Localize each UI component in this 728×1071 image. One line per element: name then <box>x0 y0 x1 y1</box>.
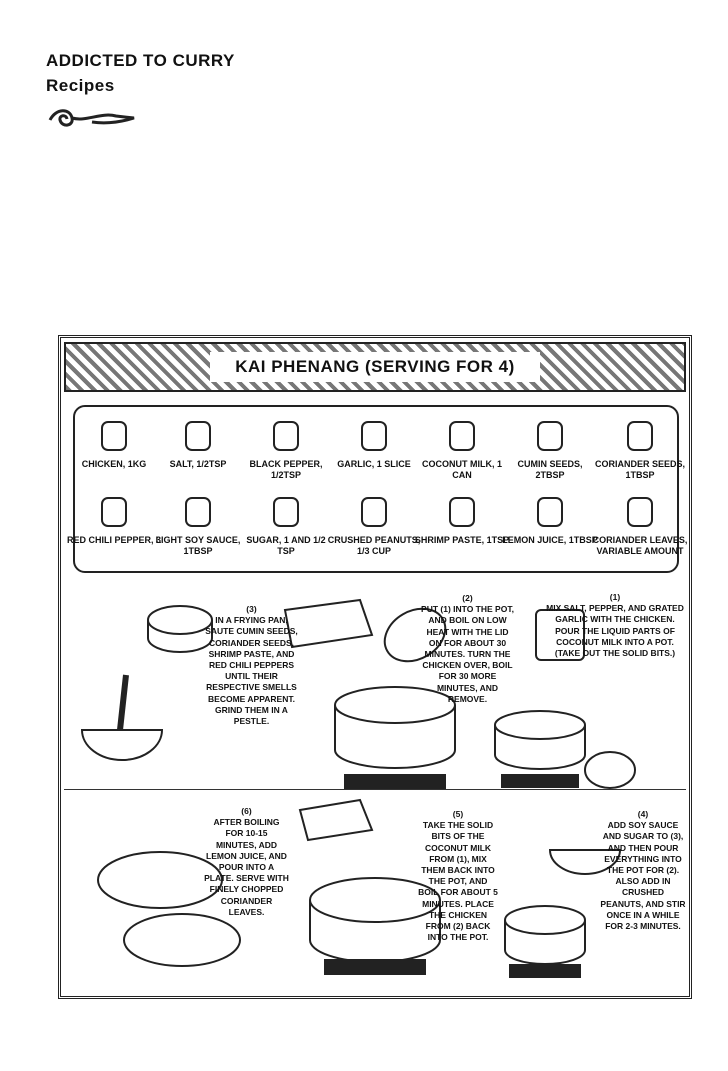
ingredient-item: Coriander Leaves, variable amount <box>592 492 688 557</box>
step-text: After boiling for 10-15 minutes, add lem… <box>204 817 289 917</box>
step-number: (1) <box>609 592 621 602</box>
ingredient-item: Sugar, 1 and 1/2 tsp <box>238 492 334 557</box>
pot-icon <box>504 905 586 978</box>
step-number: (5) <box>452 809 464 819</box>
title-banner <box>64 342 686 392</box>
peppercorn-icon <box>273 421 299 451</box>
series-header: Addicted to Curry Recipes <box>46 48 235 98</box>
ingredient-label: Coconut Milk, 1 can <box>422 459 502 480</box>
step-5: (5) Take the solid bits of the coconut m… <box>418 809 498 943</box>
peanut-icon <box>361 497 387 527</box>
step-text: Mix salt, pepper, and grated garlic with… <box>546 603 684 659</box>
can-icon <box>449 421 475 451</box>
step-text: Put (1) into the pot, and boil on low he… <box>421 604 514 704</box>
ingredient-label: Chicken, 1kg <box>81 459 147 469</box>
garlic-icon <box>361 421 387 451</box>
step-text: Take the solid bits of the coconut milk … <box>418 820 498 943</box>
step-1: (1) Mix salt, pepper, and grated garlic … <box>545 592 685 659</box>
step-6: (6) After boiling for 10-15 minutes, add… <box>204 806 289 918</box>
ingredient-item: Crushed Peanuts, 1/3 cup <box>326 492 422 557</box>
ingredient-label: Black Pepper, 1/2tsp <box>249 459 323 480</box>
recipe-frame <box>58 335 692 999</box>
step-number: (3) <box>246 604 257 614</box>
ingredient-item: Black Pepper, 1/2tsp <box>238 416 334 481</box>
serving-plate-icon <box>97 851 241 967</box>
ingredient-label: Salt, 1/2tsp <box>169 459 227 469</box>
ingredient-label: Light Soy Sauce, 1tbsp <box>155 535 241 556</box>
chicken-tray-icon <box>535 609 585 661</box>
pot-icon <box>494 710 586 788</box>
ingredient-label: Coriander Leaves, variable amount <box>592 535 688 556</box>
baking-dish-icon <box>283 598 374 649</box>
ingredient-item: Garlic, 1 slice <box>326 416 422 470</box>
ingredient-item: Salt, 1/2tsp <box>150 416 246 470</box>
coriander-seed-icon <box>627 421 653 451</box>
step-number: (2) <box>462 593 473 603</box>
chicken-tray-icon <box>101 421 127 451</box>
step-2: (2) Put (1) into the pot, and boil on lo… <box>420 593 515 705</box>
ingredient-label: Cumin Seeds, 2tbsp <box>517 459 583 480</box>
ingredient-item: Shrimp Paste, 1tsp <box>414 492 510 546</box>
plate-icon <box>584 751 636 789</box>
header-line-2: Recipes <box>46 76 115 95</box>
ingredient-item: Coriander Seeds, 1tbsp <box>592 416 688 481</box>
ingredient-item: Cumin Seeds, 2tbsp <box>502 416 598 481</box>
step-4: (4) Add soy sauce and sugar to (3), and … <box>600 809 686 932</box>
chili-icon <box>101 497 127 527</box>
ingredient-item: Coconut Milk, 1 can <box>414 416 510 481</box>
step-number: (6) <box>241 806 252 816</box>
step-3: (3) In a frying pan, saute cumin seeds, … <box>204 604 299 727</box>
ingredient-label: Lemon Juice, 1tbsp <box>502 535 598 545</box>
cumin-icon <box>537 421 563 451</box>
ingredient-item: Lemon Juice, 1tbsp <box>502 492 598 546</box>
ingredient-label: Red Chili Pepper, 3 <box>66 535 162 545</box>
recipe-title: Kai Phenang (Serving for 4) <box>210 352 540 382</box>
pot-lid-icon <box>383 607 447 663</box>
frying-pan-icon <box>147 605 213 653</box>
ingredient-label: Sugar, 1 and 1/2 tsp <box>246 535 326 556</box>
herb-icon <box>627 497 653 527</box>
ingredients-box <box>73 405 679 573</box>
mortar-pestle-icon <box>80 674 164 761</box>
pot-icon <box>309 877 441 975</box>
step-number: (4) <box>637 809 649 819</box>
ingredient-item: Light Soy Sauce, 1tbsp <box>150 492 246 557</box>
jar-icon <box>449 497 475 527</box>
ingredient-label: Shrimp Paste, 1tsp <box>414 535 510 545</box>
section-divider <box>64 789 686 790</box>
cooking-illustrations <box>80 598 636 978</box>
bowl-icon <box>548 849 622 875</box>
ingredient-item: Red Chili Pepper, 3 <box>66 492 162 546</box>
salt-shaker-icon <box>185 421 211 451</box>
step-text: In a frying pan, saute cumin seeds, cori… <box>205 615 298 727</box>
bottle-icon <box>185 497 211 527</box>
baking-dish-icon <box>298 798 374 842</box>
ingredient-label: Crushed Peanuts, 1/3 cup <box>327 535 421 556</box>
header-line-1: Addicted to Curry <box>46 51 235 70</box>
ornament-swirl-icon <box>48 109 135 127</box>
sugar-jar-icon <box>273 497 299 527</box>
step-text: Add soy sauce and sugar to (3), and then… <box>600 820 686 932</box>
ingredient-label: Garlic, 1 slice <box>337 459 411 469</box>
ingredient-item: Chicken, 1kg <box>66 416 162 470</box>
lemon-icon <box>537 497 563 527</box>
ingredient-label: Coriander Seeds, 1tbsp <box>594 459 685 480</box>
